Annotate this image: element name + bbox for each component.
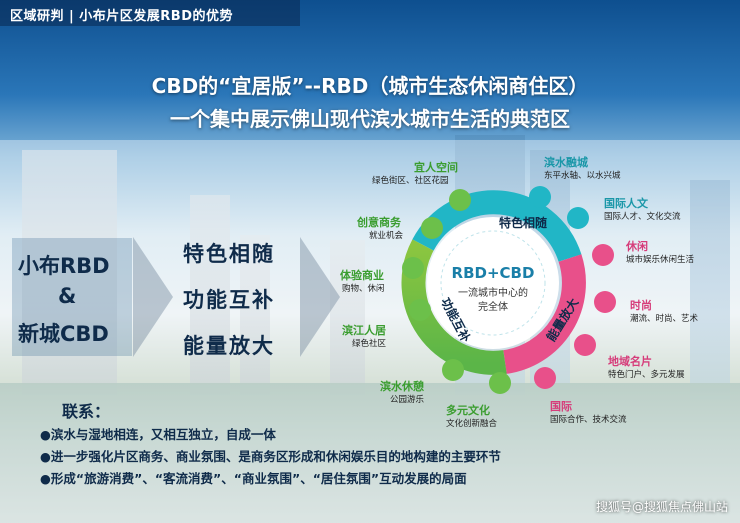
item-sub-binjiang: 绿色社区 xyxy=(352,339,387,349)
ring-center-title: RBD+CBD xyxy=(452,264,535,282)
bg-river xyxy=(0,383,740,523)
item-title-guoji: 国际 xyxy=(550,400,572,413)
bg-building xyxy=(330,240,365,395)
arrow-icon xyxy=(300,237,340,357)
left-box xyxy=(12,238,132,356)
bg-overlay xyxy=(0,140,740,523)
links-bullet-3: ●形成“旅游消费”、“客流消费”、“商业氛围”、“居住氛围”互动发展的局面 xyxy=(40,471,467,486)
node-water-icon xyxy=(529,186,551,208)
item-sub-tiyan: 购物、休闲 xyxy=(342,284,385,294)
item-sub-xiuxian: 城市娱乐休闲生活 xyxy=(626,255,695,265)
item-title-rongcheng: 滨水融城 xyxy=(544,156,588,169)
item-sub-mingpian: 特色门户、多元发展 xyxy=(608,370,685,380)
node-house-icon xyxy=(409,299,431,321)
node-bag-icon xyxy=(402,257,424,279)
item-sub-duoyuan: 文化创新融合 xyxy=(446,419,498,429)
ring-center-sub2: 完全体 xyxy=(478,300,508,313)
links-title: 联系： xyxy=(62,402,111,421)
ring-center-sub1: 一流城市中心的 xyxy=(458,286,528,299)
node-fashion-icon xyxy=(594,291,616,313)
item-title-binshui: 滨水休憩 xyxy=(380,380,424,393)
item-sub-shishang: 潮流、时尚、艺术 xyxy=(630,314,699,324)
node-park-icon xyxy=(442,359,464,381)
section-title: 区域研判 | 小布片区发展RBD的优势 xyxy=(10,9,234,24)
bg-building xyxy=(190,195,230,395)
node-tree-icon xyxy=(421,217,443,239)
left-line2: & xyxy=(58,284,77,308)
item-title-shishang: 时尚 xyxy=(630,299,652,312)
headline-line2: 一个集中展示佛山现代滨水城市生活的典范区 xyxy=(170,107,570,131)
node-globe-icon xyxy=(567,207,589,229)
node-culture-icon xyxy=(489,372,511,394)
feature-3: 能量放大 xyxy=(183,334,275,358)
item-sub-guoji: 国际合作、技术交流 xyxy=(550,415,627,425)
section-bar xyxy=(0,0,300,26)
links-bullet-2: ●进一步强化片区商务、商业氛围、是商务区形成和休闲娱乐目的地构建的主要环节 xyxy=(40,449,501,464)
left-line1: 小布RBD xyxy=(18,254,110,278)
node-teal xyxy=(529,186,589,229)
item-title-binjiang: 滨江人居 xyxy=(342,324,386,337)
item-sub-guojirenwen: 国际人才、文化交流 xyxy=(604,212,681,222)
feature-2: 功能互补 xyxy=(183,288,275,312)
item-title-tiyan: 体验商业 xyxy=(340,269,384,282)
ring-arc-pink xyxy=(502,254,586,374)
item-title-chuangyi: 创意商务 xyxy=(357,216,401,229)
item-title-guojirenwen: 国际人文 xyxy=(604,197,648,210)
item-sub-chuangyi: 就业机会 xyxy=(369,231,404,241)
ring-inner-dash xyxy=(440,230,546,336)
item-title-yiren: 宜人空间 xyxy=(414,161,458,174)
watermark: 搜狐号@搜狐焦点佛山站 xyxy=(595,500,728,514)
node-gift-icon xyxy=(574,334,596,356)
ring-center xyxy=(427,217,559,349)
bg-building xyxy=(22,150,117,395)
left-line3: 新城CBD xyxy=(18,322,109,346)
item-sub-binshui: 公园游乐 xyxy=(390,395,425,405)
links-bullet-1: ●滨水与湿地相连，又相互独立，自成一体 xyxy=(40,427,276,442)
bg-tower xyxy=(690,180,730,400)
item-title-duoyuan: 多元文化 xyxy=(446,404,490,417)
item-sub-rongcheng: 东平水轴、以水兴城 xyxy=(544,171,621,181)
node-drink-icon xyxy=(592,244,614,266)
headline-line1: CBD的“宜居版”--RBD（城市生态休闲商住区） xyxy=(151,74,589,98)
node-pink xyxy=(534,244,616,389)
bg-building xyxy=(240,235,270,395)
feature-1: 特色相随 xyxy=(183,242,275,266)
item-sub-yiren: 绿色街区、社区花园 xyxy=(372,176,449,186)
node-flower-icon xyxy=(534,367,556,389)
item-title-xiuxian: 休闲 xyxy=(626,240,648,253)
node-green xyxy=(402,189,511,394)
arc-label-top: 特色相随 xyxy=(499,215,547,230)
node-handshake-icon xyxy=(449,189,471,211)
item-title-mingpian: 地域名片 xyxy=(608,355,652,368)
arrow-icon xyxy=(133,237,173,357)
